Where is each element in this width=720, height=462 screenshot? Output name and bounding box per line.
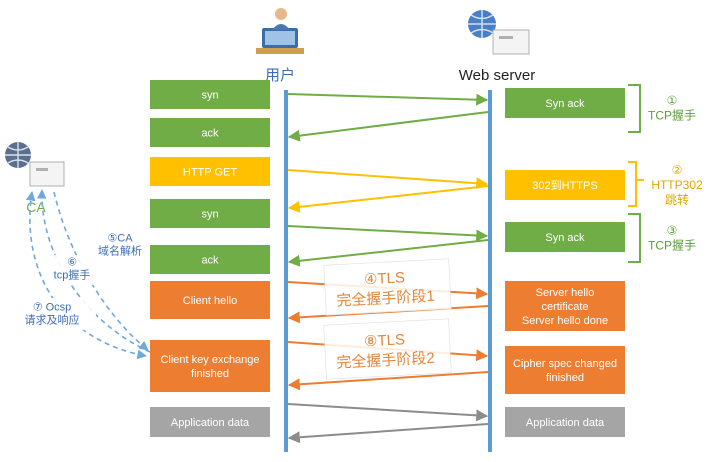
server-label: Web server bbox=[459, 67, 535, 84]
client-box-0: syn bbox=[150, 80, 270, 109]
client-box-1: ack bbox=[150, 118, 270, 147]
bracket-tcp-2 bbox=[628, 213, 641, 263]
phase-brackets bbox=[628, 84, 644, 263]
client-box-label: HTTP GET bbox=[183, 166, 237, 178]
server-icon bbox=[468, 10, 530, 55]
client-box-2: HTTP GET bbox=[150, 157, 270, 186]
ca-label-backdrop bbox=[92, 230, 150, 260]
tls-label-0: ④TLS完全握手阶段1 bbox=[335, 268, 435, 310]
client-box-label: Application data bbox=[171, 417, 250, 429]
server-box-label: Syn ack bbox=[545, 98, 585, 110]
arrow-http-get bbox=[287, 169, 489, 190]
client-box-rect bbox=[150, 245, 270, 274]
tls-label-1: ⑧TLS完全握手阶段2 bbox=[335, 330, 435, 372]
client-box-rect bbox=[150, 281, 270, 319]
client-box-label: ack bbox=[201, 254, 219, 266]
ca-label-backdrop bbox=[50, 255, 98, 285]
client-box-3: syn bbox=[150, 199, 270, 228]
arrow-syn bbox=[287, 93, 489, 106]
arrow-app-data-out bbox=[287, 403, 489, 422]
client-box-4: ack bbox=[150, 245, 270, 274]
tls-phase-labels: ④TLS完全握手阶段1 ⑧TLS完全握手阶段2 bbox=[323, 258, 452, 380]
server-box-rect bbox=[505, 281, 625, 331]
user-label: 用户 bbox=[265, 67, 295, 84]
tls-label-backdrop bbox=[323, 318, 452, 380]
bracket-tcp-1 bbox=[628, 84, 641, 133]
client-box-5: Client hello bbox=[150, 281, 270, 319]
client-box-rect bbox=[150, 199, 270, 228]
server-box-rect bbox=[505, 346, 625, 394]
bracket-http302 bbox=[628, 161, 644, 207]
client-box-label: ack bbox=[201, 127, 219, 139]
ca-icon bbox=[5, 142, 65, 187]
client-box-7: Application data bbox=[150, 407, 270, 437]
client-box-label: Client hello bbox=[183, 295, 237, 307]
server-box-label: 302到HTTPS bbox=[532, 179, 597, 192]
server-box-label: Application data bbox=[526, 417, 605, 429]
arrow-syn-ack-2 bbox=[287, 239, 489, 267]
ca-ocsp-arrow bbox=[25, 191, 147, 360]
client-box-label: syn bbox=[201, 89, 218, 101]
server-box-0: Syn ack bbox=[505, 88, 625, 118]
server-box-rect bbox=[505, 88, 625, 118]
client-box-rect bbox=[150, 340, 270, 392]
server-box-rect bbox=[505, 407, 625, 437]
arrow-cipher-spec bbox=[287, 371, 489, 391]
arrow-syn-ack bbox=[287, 111, 489, 142]
client-box-rect bbox=[150, 118, 270, 147]
arrow-syn-2 bbox=[287, 225, 489, 242]
client-box-rect bbox=[150, 407, 270, 437]
client-box-rect bbox=[150, 80, 270, 109]
server-box-rect bbox=[505, 170, 625, 200]
ca-label-backdrop bbox=[8, 298, 96, 330]
server-box-5: Application data bbox=[505, 407, 625, 437]
arrow-302 bbox=[287, 185, 489, 213]
server-box-1: 302到HTTPS bbox=[505, 170, 625, 200]
server-box-label: Syn ack bbox=[545, 232, 585, 244]
client-box-rect bbox=[150, 157, 270, 186]
server-box-rect bbox=[505, 222, 625, 252]
arrow-app-data-in bbox=[287, 423, 489, 444]
message-arrows bbox=[287, 93, 489, 444]
user-icon bbox=[256, 8, 304, 54]
client-box-label: syn bbox=[201, 208, 218, 220]
server-box-2: Syn ack bbox=[505, 222, 625, 252]
tls-label-backdrop bbox=[323, 258, 452, 316]
